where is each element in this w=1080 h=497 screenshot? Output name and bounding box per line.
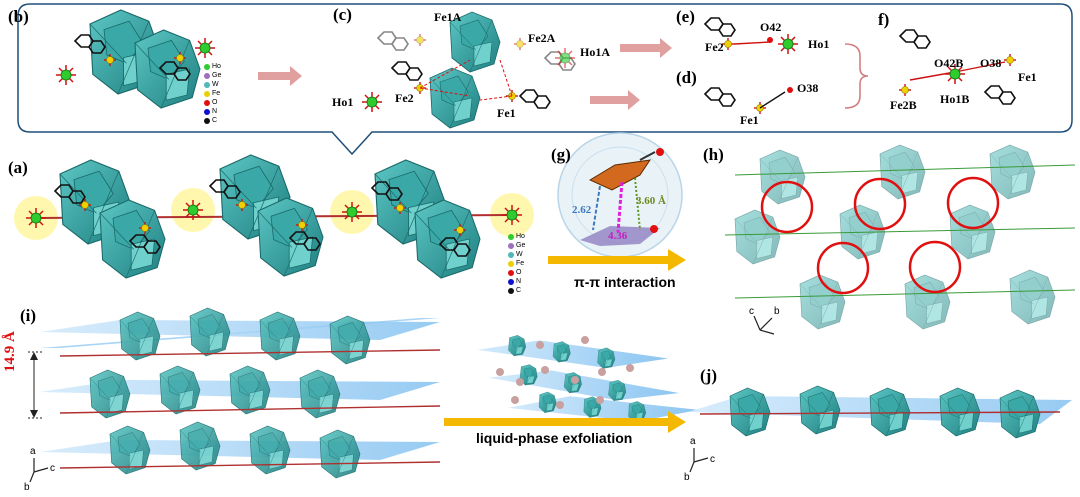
legend-entry: Ho [212,63,221,70]
atom-label-fe1-c: Fe1 [497,106,516,120]
exfoliation-label: liquid-phase exfoliation [476,430,633,446]
legend-entry: W [516,251,523,258]
legend-swatch [204,108,210,115]
axis-label-a-i: a [30,446,36,457]
panel-label-b: (b) [8,7,29,26]
panel-f-structure [898,29,1017,105]
panel-label-h: (h) [703,145,724,164]
atom-label-o42b: O42B [934,56,964,70]
atom-label-fe2-e: Fe2 [705,40,724,54]
legend-entry: W [212,81,219,88]
atom-label-o38-f: O38 [980,56,1002,70]
axis-label-c-j: c [710,454,715,465]
atom-label-fe1a: Fe1A [434,10,462,24]
legend-swatch [204,90,210,97]
atom-label-fe2b: Fe2B [890,98,917,112]
atom-label-o42: O42 [760,20,782,34]
panel-label-e: (e) [676,7,695,26]
panel-label-c: (c) [333,5,352,24]
pink-arrow-1 [258,66,302,86]
axis-label-c-i: c [50,463,55,474]
legend-a: Ho Ge W Fe O N C [508,232,525,295]
panel-label-d: (d) [676,68,697,87]
legend-entry: O [516,269,522,276]
axis-label-b-i: b [24,482,30,493]
legend-entry: C [516,287,522,294]
yellow-arrow-pi [548,249,686,271]
legend-swatch [204,63,210,70]
yellow-arrow-exfoliation [444,411,686,433]
legend-swatch [508,242,514,249]
panel-b-structure [55,9,216,109]
panel-label-f: f) [878,10,890,29]
legend-swatch [204,81,210,88]
panel-e-structure [704,17,799,55]
pink-arrow-2 [620,38,672,58]
legend-swatch [204,72,210,79]
distance-4-36: 4.36 [608,230,628,242]
panel-i-structure [28,307,441,483]
legend-swatch [508,278,514,285]
distance-3-60: 3.60 Å [636,195,666,207]
pi-pi-label: π-π interaction [574,274,676,290]
atom-label-fe1-d: Fe1 [740,113,759,127]
legend-entry: C [212,117,218,124]
legend-entry: N [212,108,218,115]
panel-a-chain [14,154,534,279]
legend-entry: Ge [212,72,222,79]
legend-entry: Fe [212,90,221,97]
distance-2-62: 2.62 [572,204,592,216]
legend-swatch [508,287,514,294]
panel-c-structure [361,11,576,129]
legend-entry: Ho [516,233,525,240]
atom-label-fe2-c: Fe2 [395,91,414,105]
axis-label-b-h: b [774,306,780,317]
legend-entry: Fe [516,260,525,267]
legend-swatch [508,269,514,276]
panel-j-structure [688,385,1072,473]
brace [844,43,869,109]
atom-label-fe1-f: Fe1 [1018,70,1037,84]
atom-label-ho1a: Ho1A [580,45,610,59]
exfoliated-flakes [477,330,699,429]
legend-swatch [508,251,514,258]
atom-label-ho1-c: Ho1 [332,95,354,109]
atom-label-ho1-e: Ho1 [808,37,830,51]
atom-label-fe2a: Fe2A [528,31,556,45]
axis-label-c-h: c [749,306,754,317]
atom-label-ho1b: Ho1B [940,92,970,106]
legend-swatch [204,99,210,106]
panel-g-structure [557,132,683,258]
panel-label-a: (a) [8,158,28,177]
panel-label-j: (j) [700,366,717,385]
atom-label-o38-d: O38 [797,81,819,95]
panel-d-structure [704,87,793,115]
legend-entry: Ge [516,242,526,249]
legend-entry: O [212,99,218,106]
legend-swatch [508,233,514,240]
pink-arrow-3 [590,90,640,110]
legend-swatch [204,117,210,124]
interlayer-spacing: 14.9 Å [2,331,18,372]
panel-label-g: (g) [551,145,571,164]
legend-entry: N [516,278,522,285]
legend-swatch [508,260,514,267]
legend-b: Ho Ge W Fe O N C [204,62,221,125]
panel-h-structure [724,144,1076,335]
top-panel-frame [17,3,1073,156]
axis-label-b-j: b [684,472,690,483]
panel-label-i: (i) [20,306,37,325]
axis-label-a-j: a [690,436,696,447]
